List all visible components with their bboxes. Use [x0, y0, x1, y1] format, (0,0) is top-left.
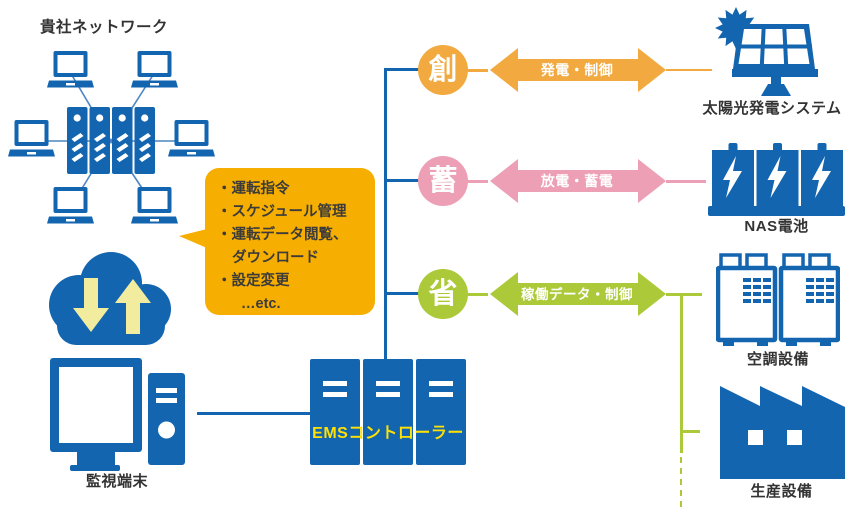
arrow-label: 放電・蓄電 [540, 173, 614, 189]
dashed-extension-line [680, 457, 682, 507]
badge-arrow-stub [466, 68, 488, 72]
generation-control-arrow: 発電・制御 [490, 48, 666, 92]
cloud-sync-icon [49, 252, 171, 345]
laptop-icon [131, 51, 178, 88]
arrow-battery-link [666, 180, 706, 183]
nas-battery-icon [708, 143, 845, 216]
hvac-label: 空調設備 [746, 351, 809, 368]
laptop-icon [47, 187, 94, 224]
ems-rack-panel [310, 359, 360, 465]
factory-label: 生産設備 [750, 483, 813, 500]
network-title: 貴社ネットワーク [40, 19, 169, 36]
terminal-label: 監視端末 [85, 473, 148, 490]
terminal-ems-link [197, 412, 310, 415]
bubble-item: ・運転指令 [217, 181, 290, 197]
create-energy-badge: 創 [418, 45, 468, 95]
discharge-charge-arrow: 放電・蓄電 [490, 159, 666, 203]
speech-bubble-tail [179, 229, 207, 248]
save-energy-badge: 省 [418, 269, 468, 319]
solar-label: 太陽光発電システム [702, 100, 842, 117]
branch-line [384, 292, 420, 295]
arrow-hvac-link [666, 293, 702, 296]
laptop-icon [168, 120, 215, 157]
hvac-icon [716, 253, 840, 348]
factory-icon [720, 386, 845, 479]
factory-stub [680, 430, 700, 433]
speech-bubble: ・運転指令 ・スケジュール管理 ・運転データ閲覧、 ダウンロード ・設定変更 …… [205, 168, 375, 315]
download-upload-arrows-icon [73, 278, 151, 334]
operation-data-control-arrow: 稼働データ・制御 [490, 272, 666, 316]
badge-arrow-stub [466, 292, 488, 296]
branch-line [384, 179, 420, 182]
laptop-icon [47, 51, 94, 88]
arrow-label: 稼働データ・制御 [521, 286, 633, 302]
laptop-icon [8, 120, 55, 157]
solar-power-icon [715, 7, 818, 96]
badge-arrow-stub [466, 179, 488, 183]
laptop-icon [131, 187, 178, 224]
bubble-item: …etc. [241, 296, 281, 312]
tower-pc-icon [148, 373, 185, 465]
bubble-item: ・運転データ閲覧、 [217, 227, 348, 243]
store-energy-badge: 蓄 [418, 156, 468, 206]
bubble-item: ・設定変更 [217, 273, 290, 289]
hvac-factory-link [680, 293, 683, 453]
ems-rack-panel [363, 359, 413, 465]
battery-label: NAS電池 [744, 218, 809, 235]
server-icon [67, 107, 155, 174]
arrow-label: 発電・制御 [540, 62, 614, 78]
monitor-icon [50, 358, 142, 471]
branch-line [384, 68, 420, 71]
bubble-item: ・スケジュール管理 [217, 204, 347, 220]
arrow-solar-link [666, 68, 712, 71]
ems-rack-panel [416, 359, 466, 465]
ems-label: EMSコントローラー [312, 425, 464, 442]
bubble-item: ダウンロード [232, 250, 319, 266]
ems-controller: EMSコントローラー [310, 359, 466, 465]
ems-trunk-line [384, 68, 387, 359]
